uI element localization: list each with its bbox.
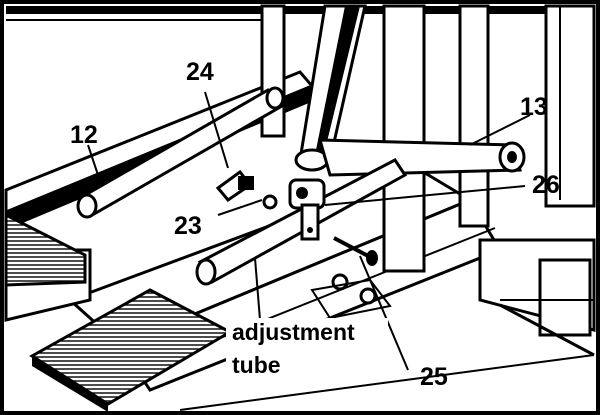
upper-crossbar <box>317 138 526 177</box>
mount-bracket <box>288 178 326 241</box>
rear-roller-tube <box>76 86 285 219</box>
base-fasteners <box>310 273 392 320</box>
top-frame-rail <box>6 6 594 21</box>
caption-backdrop <box>226 318 388 380</box>
leader-lines <box>87 91 531 371</box>
callout-23: 23 <box>174 212 202 240</box>
callout-26: 26 <box>532 171 560 199</box>
callout-25: 25 <box>420 363 448 391</box>
caption-tube: tube <box>232 352 281 378</box>
screw <box>333 236 378 266</box>
callout-24: 24 <box>186 58 214 86</box>
callout-13: 13 <box>520 93 548 121</box>
right-base-frame <box>179 238 596 411</box>
callout-12: 12 <box>70 121 98 149</box>
adjustment-knob <box>215 169 278 210</box>
upper-tie-bar <box>294 4 367 172</box>
left-foot-rail <box>4 212 87 287</box>
caption-adjustment: adjustment <box>232 319 355 345</box>
